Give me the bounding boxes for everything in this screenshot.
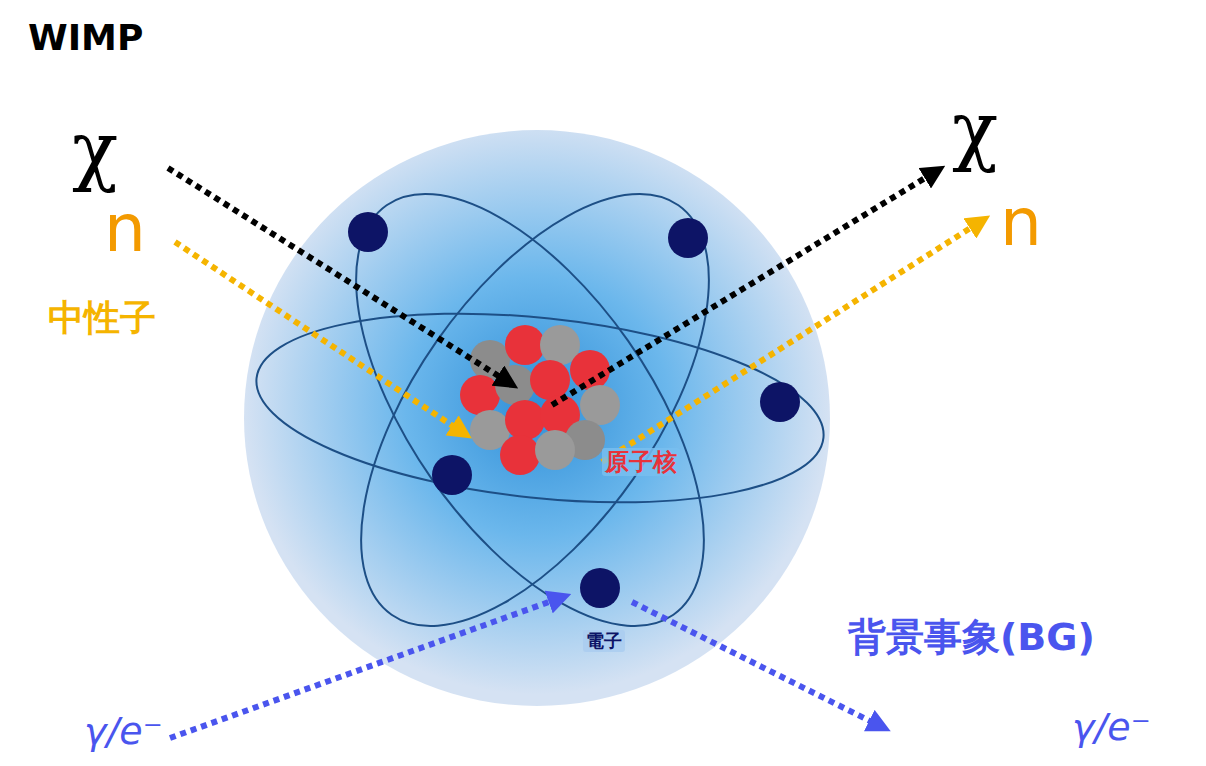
note: 背景事象(BG) <box>848 618 1095 656</box>
electron-cloud <box>244 130 830 706</box>
particle-symbol: γ/e⁻ <box>84 712 163 750</box>
part-name: 電子 <box>583 630 625 652</box>
particle-symbol: γ/e⁻ <box>1072 708 1151 746</box>
particle-name: 中性子 <box>48 300 156 336</box>
particle-symbol: χ <box>72 112 118 188</box>
particle-symbol: n <box>104 196 146 262</box>
nucleus <box>460 325 620 475</box>
particle-symbol: χ <box>952 92 998 168</box>
particle-symbol: n <box>1000 190 1042 256</box>
electrons <box>348 212 800 608</box>
part-name: 原子核 <box>602 448 680 476</box>
orbits <box>247 136 833 683</box>
heading: WIMP <box>28 20 143 56</box>
